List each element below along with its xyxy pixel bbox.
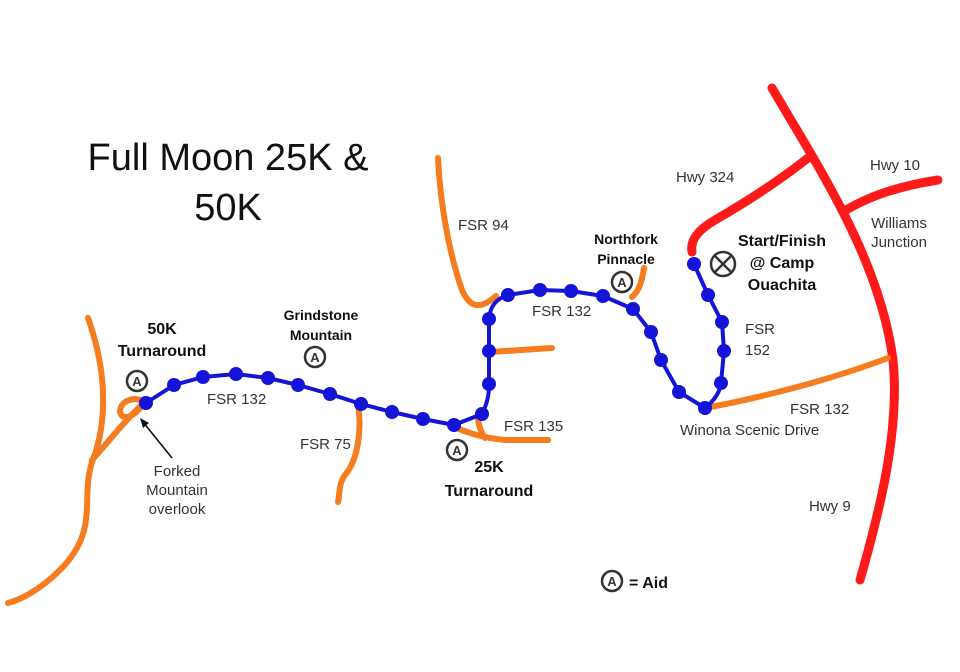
course-marker [701, 288, 715, 302]
course-marker [229, 367, 243, 381]
course-marker [475, 407, 489, 421]
aid-icon-letter: A [132, 374, 142, 389]
aid-icon [610, 270, 634, 294]
highway-324-line [687, 153, 813, 257]
course-marker [482, 344, 496, 358]
course-marker [354, 397, 368, 411]
course-marker [596, 289, 610, 303]
hwy-10-label: Hwy 10 [870, 157, 920, 174]
course-marker [482, 377, 496, 391]
course-marker [644, 325, 658, 339]
highways [687, 83, 943, 585]
forked-mountain-road [5, 315, 107, 606]
course-marker [715, 315, 729, 329]
turnaround-25k-label-line2: Turnaround [445, 483, 534, 500]
start-finish-icon [709, 250, 737, 278]
map-title-line1: Full Moon 25K & [88, 137, 369, 179]
legend-aid-icon-letter: A [607, 574, 617, 589]
forked-mountain-label-line2: Mountain [146, 482, 208, 499]
turnaround-50k-label-line2: Turnaround [118, 343, 207, 360]
fsr-152-label-line2: 152 [745, 342, 770, 359]
aid-station-25k: A [445, 438, 469, 462]
forked-mountain-label-line1: Forked [154, 463, 201, 480]
fsr-132-label-east: FSR 132 [790, 401, 849, 418]
winona-scenic-drive-label: Winona Scenic Drive [680, 422, 819, 439]
course-marker [698, 401, 712, 415]
hwy-324-label: Hwy 324 [676, 169, 734, 186]
unnamed-spur [487, 345, 555, 355]
turnaround-50k-label-line1: 50K [147, 321, 177, 338]
start-finish-label-line2: @ Camp [750, 255, 815, 272]
forest-roads [5, 155, 891, 606]
course-marker [447, 418, 461, 432]
forked-mountain-arrow [140, 418, 173, 459]
aid-icon-letter: A [617, 275, 627, 290]
course-marker [416, 412, 430, 426]
course-marker [167, 378, 181, 392]
aid-icon-letter: A [452, 443, 462, 458]
course-marker [714, 376, 728, 390]
course-marker [654, 353, 668, 367]
aid-station-grindstone: A [303, 345, 327, 369]
forked-loop [117, 396, 148, 421]
course-marker [626, 302, 640, 316]
course-marker [196, 370, 210, 384]
course-markers [139, 257, 731, 432]
forked-mountain-label-line3: overlook [149, 501, 206, 518]
highway-10-line [838, 175, 943, 217]
williams-junction-label-line2: Junction [871, 234, 927, 251]
start-finish-label-line3: Ouachita [748, 277, 817, 294]
fsr-75-line [335, 401, 363, 505]
course-marker [672, 385, 686, 399]
fsr-94-label: FSR 94 [458, 217, 509, 234]
legend-aid-label: = Aid [629, 575, 668, 592]
aid-station-50k: A [125, 369, 149, 393]
fsr-135-label: FSR 135 [504, 418, 563, 435]
fsr-132-label-north: FSR 132 [532, 303, 591, 320]
aid-icon [303, 345, 327, 369]
course-marker [291, 378, 305, 392]
fsr-132-label-west: FSR 132 [207, 391, 266, 408]
course-marker [323, 387, 337, 401]
williams-junction-label-line1: Williams [871, 215, 927, 232]
course-marker [564, 284, 578, 298]
course-marker [687, 257, 701, 271]
fsr-94-line [435, 155, 499, 308]
grindstone-mountain-label-line2: Mountain [290, 327, 352, 343]
northfork-spur [629, 265, 647, 300]
fsr-75-label: FSR 75 [300, 436, 351, 453]
hwy-9-label: Hwy 9 [809, 498, 851, 515]
grindstone-mountain-label-line1: Grindstone [284, 307, 359, 323]
course-marker [385, 405, 399, 419]
start-finish-label-line1: Start/Finish [738, 233, 826, 250]
fsr-152-label-line1: FSR [745, 321, 775, 338]
northfork-pinnacle-label-line2: Pinnacle [597, 251, 655, 267]
legend: A = Aid [600, 569, 668, 593]
course-marker [717, 344, 731, 358]
legend-aid-icon [600, 569, 624, 593]
aid-icon-letter: A [310, 350, 320, 365]
course [139, 257, 731, 432]
map-title-line2: 50K [194, 187, 262, 229]
course-marker [533, 283, 547, 297]
fsr-132-east-line [702, 355, 891, 411]
course-marker [261, 371, 275, 385]
aid-icon [125, 369, 149, 393]
aid-station-northfork: A [610, 270, 634, 294]
course-marker [482, 312, 496, 326]
aid-icon [445, 438, 469, 462]
course-marker [139, 396, 153, 410]
course-marker [501, 288, 515, 302]
turnaround-25k-label-line1: 25K [474, 459, 504, 476]
highway-9-line [767, 83, 899, 585]
northfork-pinnacle-label-line1: Northfork [594, 231, 658, 247]
